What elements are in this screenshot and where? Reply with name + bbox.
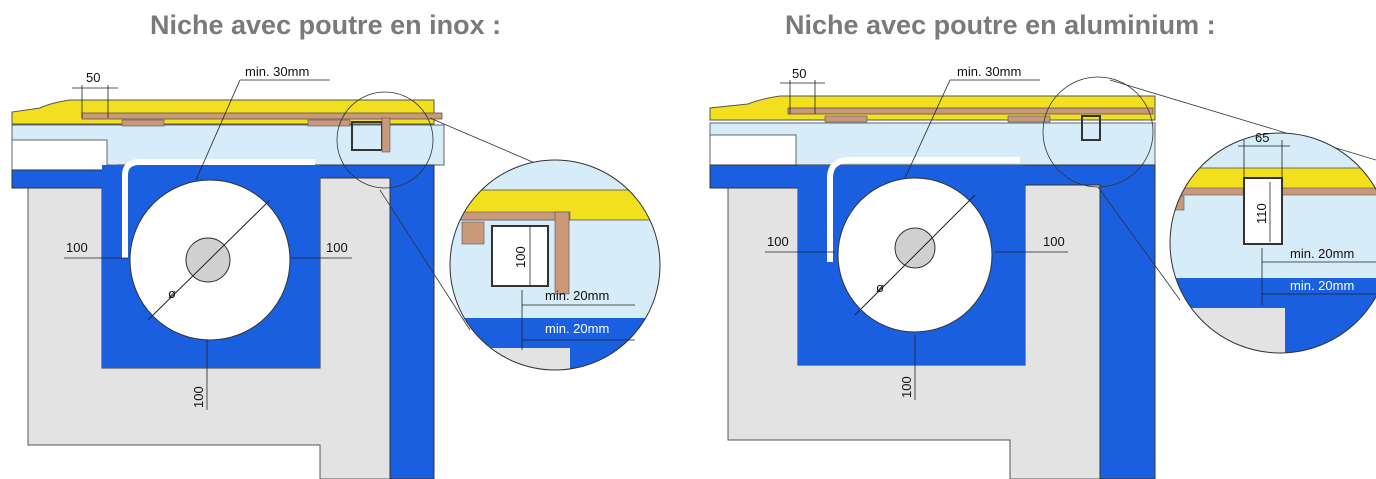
alu-beam [1081,115,1101,141]
liner-return [827,157,1020,262]
zoom-aluminium [1170,133,1376,353]
zoom-dim-100: 100 [513,246,528,268]
wood-pad-1 [824,115,868,123]
dim-50: 50 [792,66,806,81]
wood-pad-2 [1007,115,1051,123]
wood-pad-2 [307,119,351,127]
zoom-marker [336,91,434,189]
dim-100-bottom: 100 [191,386,206,408]
diagram-inox: ø 50 min. 30mm 100 100 100 [11,64,661,479]
motor-shaft [185,237,231,283]
diameter-label: ø [168,286,176,301]
zoom-min20-a: min. 20mm [1290,246,1354,261]
pool-edge [11,139,108,171]
dim-100-right: 100 [1043,234,1065,249]
diameter-label: ø [876,280,884,295]
dim-100-left: 100 [66,240,88,255]
pool-edge [709,134,797,168]
deck-board [787,107,1154,115]
coping [11,99,435,125]
dim-100-right: 100 [326,240,348,255]
zoom-dim-110: 110 [1254,203,1269,224]
liner-return [122,159,315,258]
dim-50: 50 [86,70,100,85]
dim-100-left: 100 [767,234,789,249]
dim-min30: min. 30mm [245,64,309,79]
zoom-min20-b: min. 20mm [545,321,609,336]
dim-min30: min. 30mm [957,64,1021,79]
zoom-inox [450,160,660,370]
title-aluminium: Niche avec poutre en aluminium : [785,10,1216,40]
zoom-min20-a: min. 20mm [545,288,609,303]
zoom-dim-65: 65 [1255,130,1269,145]
motor-shaft [894,227,936,269]
dim-100-bottom: 100 [899,376,914,398]
diameter-line [147,199,271,321]
beam-wood [381,117,391,153]
title-inox: Niche avec poutre en inox : [150,10,502,40]
diameter-line [854,194,976,316]
diagram-aluminium: ø 50 min. 30mm 100 100 100 [709,64,1376,479]
zoom-min20-b: min. 20mm [1290,278,1354,293]
wood-pad-1 [121,119,165,127]
